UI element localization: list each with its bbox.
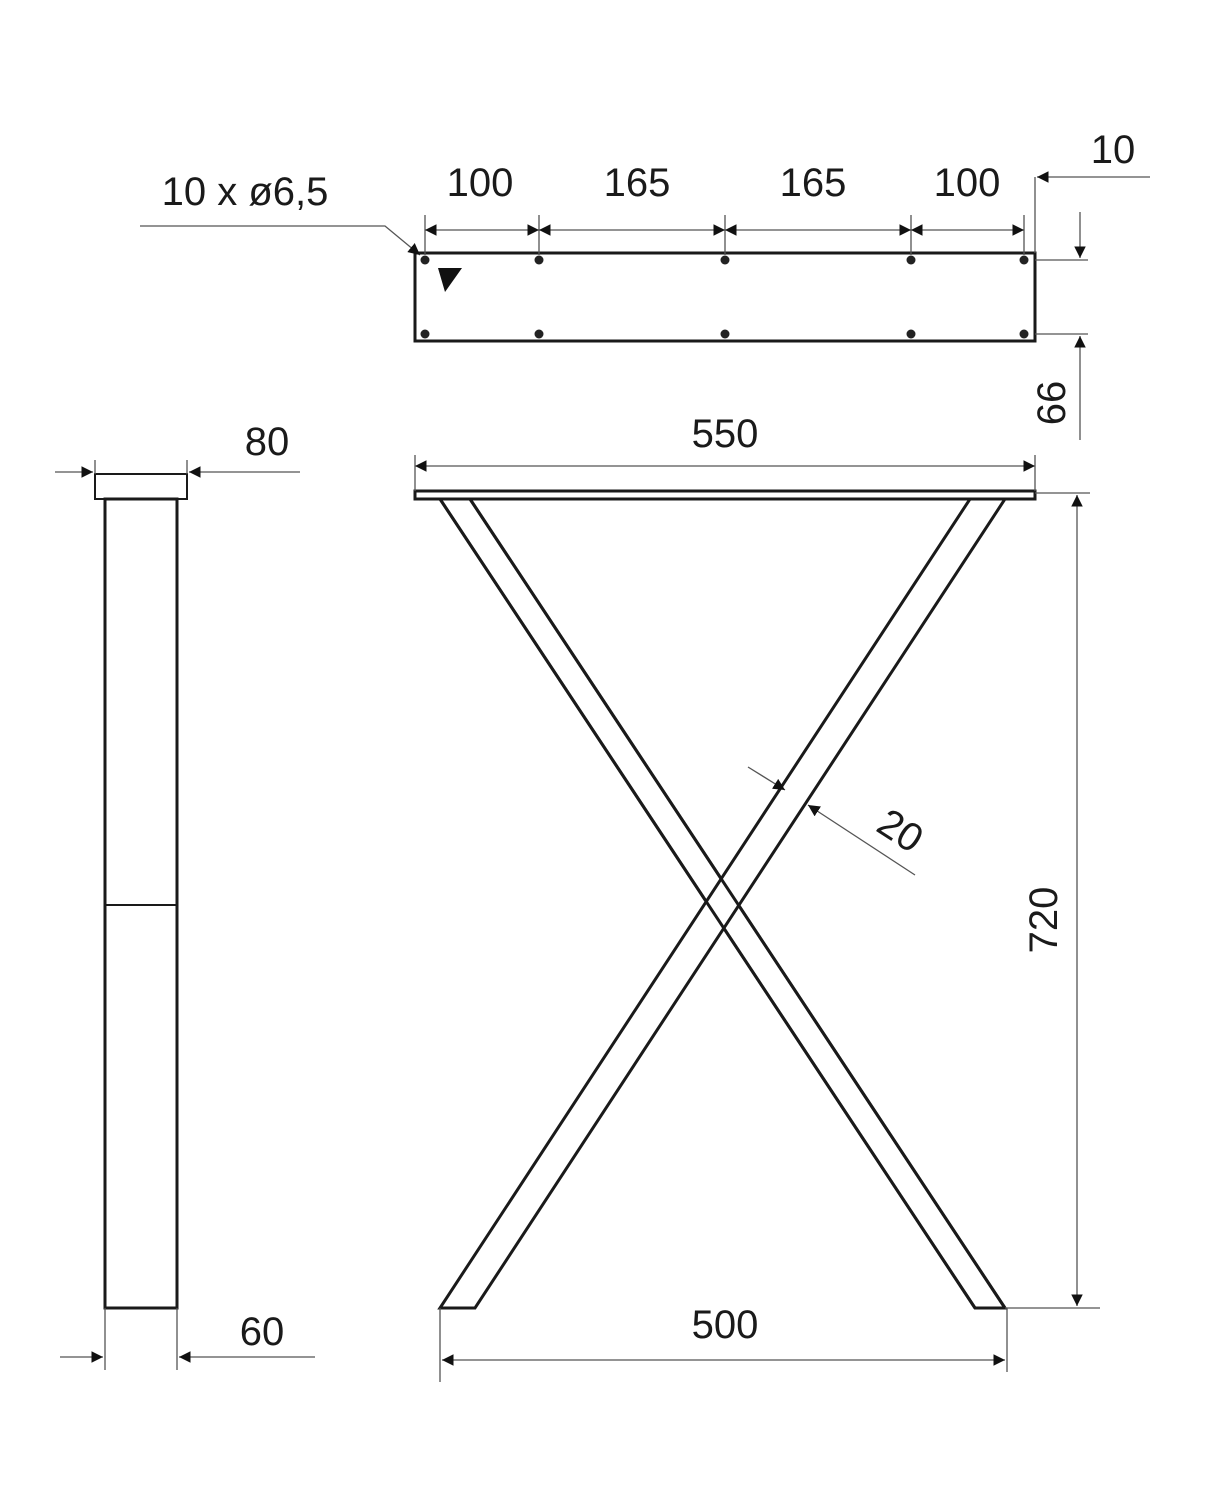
dim-top-width: 550 — [692, 412, 759, 456]
top-depth-dimension — [55, 460, 300, 478]
leg-depth-dimension — [60, 1308, 315, 1370]
dim-spacing-3: 165 — [780, 161, 847, 205]
top-view-plate — [413, 251, 1037, 343]
dim-spacing-1: 100 — [447, 161, 514, 205]
hole-callout-leader — [140, 225, 462, 292]
mounting-holes — [420, 255, 1029, 339]
spacing-dimension-line — [424, 215, 1025, 255]
dim-bottom-width: 500 — [692, 1303, 759, 1347]
dim-leg-depth: 60 — [240, 1310, 285, 1354]
dim-spacing-2: 165 — [604, 161, 671, 205]
dim-edge-offset: 10 — [1091, 128, 1136, 172]
dim-height: 720 — [1022, 887, 1066, 954]
dim-spacing-4: 100 — [934, 161, 1001, 205]
edge-offset-dimension — [1034, 171, 1150, 253]
dim-hole-row: 66 — [1030, 381, 1074, 426]
top-width-dimension — [414, 455, 1036, 491]
dim-top-depth: 80 — [245, 420, 290, 464]
dim-leg-width: 20 — [869, 801, 930, 862]
hole-row-dimension — [1035, 212, 1088, 440]
height-dimension — [1005, 492, 1100, 1309]
side-view — [94, 473, 188, 1310]
front-view-frame — [413, 489, 1037, 1310]
hole-callout: 10 x ø6,5 — [162, 170, 329, 214]
leg-width-dimension — [747, 766, 916, 876]
bottom-width-dimension — [439, 1308, 1008, 1382]
